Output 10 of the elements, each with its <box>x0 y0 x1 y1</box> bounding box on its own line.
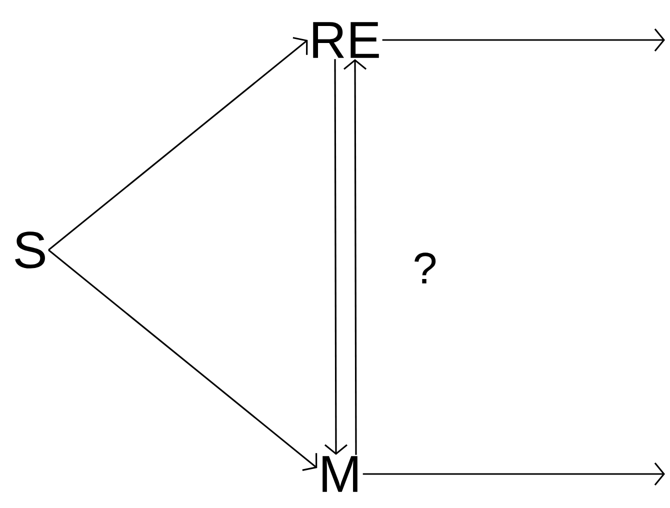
node-label: RE <box>313 22 379 58</box>
arrow <box>382 28 665 52</box>
arrow <box>362 462 665 486</box>
arrow <box>324 59 348 455</box>
arrow <box>344 59 367 455</box>
arrow <box>48 36 308 251</box>
node-label: S <box>15 232 45 268</box>
question-mark: ? <box>414 252 436 284</box>
node-label: M <box>322 456 358 492</box>
arrow <box>48 249 318 471</box>
